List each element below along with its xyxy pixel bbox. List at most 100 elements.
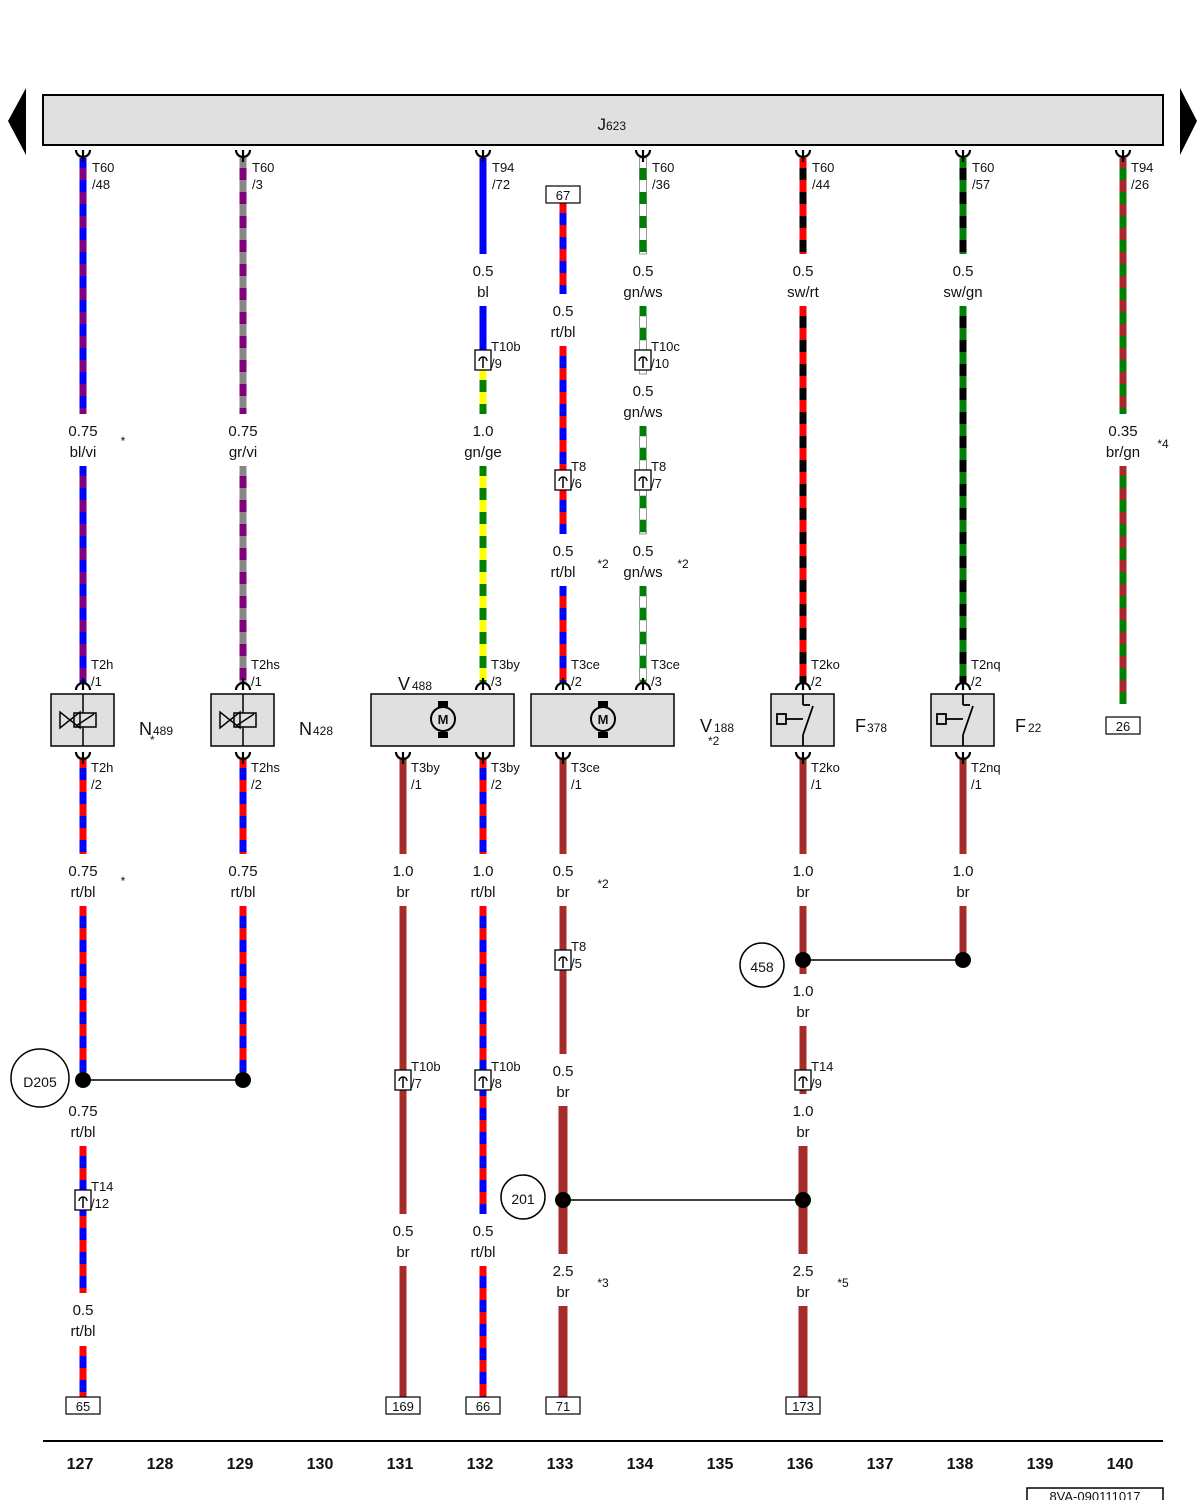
component-pin-number: /2 — [491, 777, 502, 792]
pin-terminal-icon — [394, 751, 412, 764]
svg-text:V: V — [398, 674, 410, 694]
wire-note: * — [121, 434, 126, 448]
svg-text:V: V — [700, 716, 712, 736]
wire-size: 0.5 — [553, 1063, 574, 1080]
component-f22[interactable]: F 22 — [930, 693, 1042, 747]
wire-size: 0.5 — [793, 263, 814, 280]
pin-terminal-icon — [474, 149, 492, 162]
wire-size: 1.0 — [473, 863, 494, 880]
svg-text:458: 458 — [750, 959, 774, 975]
component-pin-number: /1 — [411, 777, 422, 792]
wire-segment — [79, 466, 87, 684]
component-pin-number: /3 — [651, 674, 662, 689]
svg-text:F: F — [855, 716, 866, 736]
wire-color: br — [796, 1004, 809, 1021]
connector-label: T10b — [491, 1059, 521, 1074]
wire-color: bl/vi — [70, 444, 97, 461]
svg-text:*: * — [150, 733, 155, 747]
connector-label: T8 — [651, 459, 666, 474]
wire-size: 0.5 — [633, 543, 654, 560]
wire-segment — [639, 586, 647, 684]
plug-connector-icon — [634, 469, 652, 491]
component-pin-number: /3 — [491, 674, 502, 689]
column-number: 136 — [787, 1456, 814, 1473]
pin-terminal-icon — [74, 678, 92, 691]
ref-box-173[interactable]: 173 — [785, 1396, 821, 1415]
ref-box-66[interactable]: 66 — [465, 1396, 501, 1415]
column-number: 137 — [867, 1456, 894, 1473]
svg-text:65: 65 — [76, 1399, 90, 1414]
wire-color: sw/rt — [787, 284, 819, 301]
next-page-arrow[interactable] — [1180, 88, 1197, 155]
ground-point-458[interactable]: 458 — [739, 942, 785, 988]
component-pin: T2h — [91, 657, 113, 672]
pressure-switch-icon — [936, 694, 974, 746]
wire-segment — [79, 906, 87, 1080]
ref-box-169[interactable]: 169 — [385, 1396, 421, 1415]
wire-size: 0.5 — [73, 1302, 94, 1319]
wire-labels: 0.75 bl/vi * 0.75 gr/vi 0.5 bl 1.0 gn/ge… — [68, 263, 1169, 1340]
connector-pin: /6 — [571, 476, 582, 491]
ref-box-71[interactable]: 71 — [545, 1396, 581, 1415]
prev-page-arrow[interactable] — [8, 88, 26, 155]
wire-segment — [799, 158, 807, 254]
wire-color: rt/bl — [70, 1323, 95, 1340]
svg-text:26: 26 — [1116, 719, 1130, 734]
wire-note: *2 — [597, 557, 609, 571]
junction-dot — [795, 952, 811, 968]
wire-segment — [559, 906, 567, 1054]
component-pin: T2nq — [971, 657, 1001, 672]
component-v188[interactable]: M V 188 *2 — [530, 693, 734, 748]
component-pin-number: /2 — [971, 674, 982, 689]
component-pin-number: /2 — [91, 777, 102, 792]
wire-color: br — [396, 1244, 409, 1261]
connector-pin: /9 — [811, 1076, 822, 1091]
wire-segment — [799, 306, 807, 684]
svg-text:428: 428 — [313, 724, 333, 738]
connector-pin: /12 — [91, 1196, 109, 1211]
ref-box-67[interactable]: 67 — [545, 185, 581, 204]
diagram-id: 8VA-090111017 — [1026, 1487, 1164, 1500]
component-n428[interactable]: N 428 — [210, 693, 333, 747]
component-pin-number: /1 — [251, 674, 262, 689]
wire-segment — [399, 1266, 407, 1398]
pin-number: /72 — [492, 177, 510, 192]
wire-segment — [479, 158, 487, 254]
pin-terminal-icon — [74, 751, 92, 764]
wire-segment — [559, 203, 567, 294]
wire-color: rt/bl — [70, 1124, 95, 1141]
component-pin-number: /2 — [571, 674, 582, 689]
wire-color: rt/bl — [230, 884, 255, 901]
connector-label: T14 — [811, 1059, 833, 1074]
component-n489[interactable]: N 489 * — [50, 693, 173, 747]
ground-point-201[interactable]: 201 — [500, 1174, 546, 1220]
column-number: 140 — [1107, 1456, 1134, 1473]
svg-text:M: M — [598, 712, 609, 727]
wire-size: 1.0 — [473, 423, 494, 440]
pin-label: T94 — [1131, 160, 1153, 175]
svg-text:188: 188 — [714, 721, 734, 735]
wire-size: 0.5 — [633, 383, 654, 400]
component-pin: T2hs — [251, 760, 280, 775]
component-pin: T2ko — [811, 657, 840, 672]
wire-note: * — [121, 874, 126, 888]
wire-segment — [1119, 158, 1127, 414]
pin-terminal-icon — [1114, 149, 1132, 162]
wire-color: rt/bl — [470, 884, 495, 901]
ref-box-26[interactable]: 26 — [1105, 716, 1141, 735]
connector-pin: /10 — [651, 356, 669, 371]
plug-connector-icon — [554, 949, 572, 971]
svg-text:F: F — [1015, 716, 1026, 736]
wire-size: 0.75 — [228, 863, 257, 880]
svg-text:M: M — [438, 712, 449, 727]
pin-terminal-icon — [234, 678, 252, 691]
ground-point-d205[interactable]: D205 — [10, 1048, 70, 1108]
pin-terminal-icon — [954, 149, 972, 162]
ref-box-65[interactable]: 65 — [65, 1396, 101, 1415]
component-f378[interactable]: F 378 — [770, 693, 887, 747]
wire-size: 0.5 — [553, 303, 574, 320]
component-pin: T3ce — [571, 760, 600, 775]
component-v488[interactable]: M V 488 — [370, 674, 515, 747]
reference-boxes: 67 26 65 169 66 71 173 — [65, 185, 1141, 1415]
